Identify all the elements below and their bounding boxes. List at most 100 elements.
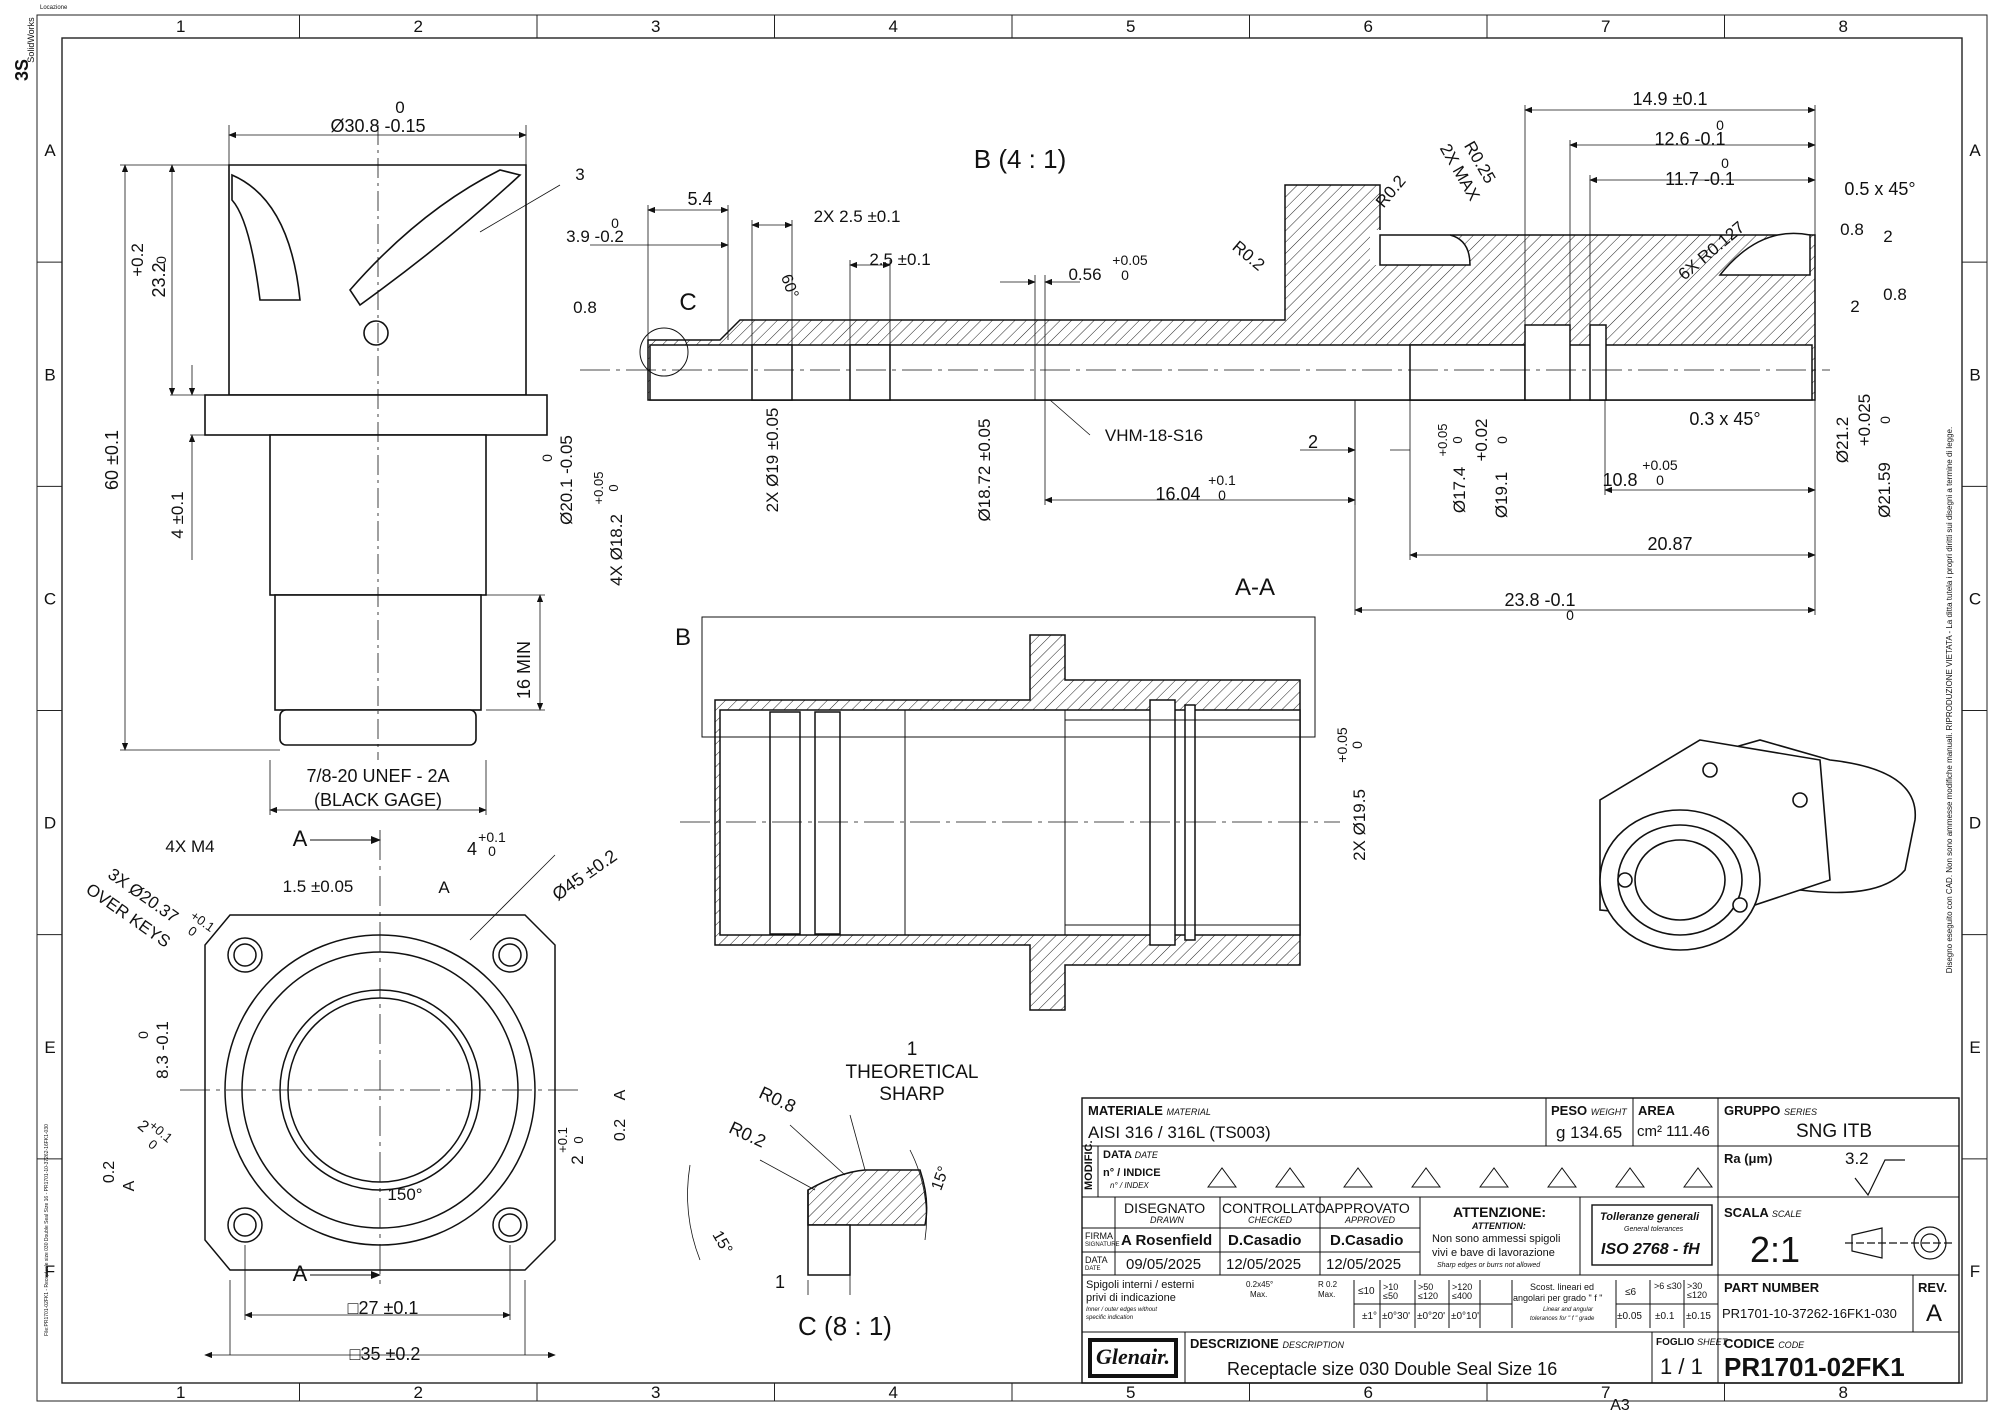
dim-text: 0 [185,923,200,939]
zone-label: 3 [651,17,660,36]
detail-b-marker: B [675,624,691,651]
dim-text: 2X Ø19 ±0.05 [763,408,782,513]
dim-text: 7/8-20 UNEF - 2A [306,766,449,786]
zone-label: 1 [176,1383,185,1402]
section-marker: A [293,826,308,851]
zone-label: 5 [1126,1383,1135,1402]
dim-text: 0 [395,98,404,117]
zone-label: F [1970,1262,1980,1281]
dim-text: 4X Ø18.2 [607,514,626,586]
dim-text: 60° [777,272,801,301]
angular-header: >10 ≤50 [1383,1282,1399,1301]
dim-text: 23.8 -0.1 [1504,590,1575,610]
front-view [180,830,580,1359]
edge-chamfer: 0.2x45° [1246,1280,1274,1289]
series-label: GRUPPO SERIES [1724,1103,1817,1118]
dim-text: 15° [929,1164,953,1193]
zone-label: D [1969,814,1981,833]
checked-date: 12/05/2025 [1226,1256,1302,1273]
dim-text: THEORETICAL [845,1062,978,1083]
edges-en-1: Inner / outer edges without [1086,1307,1158,1313]
description-value: Receptacle size 030 Double Seal Size 16 [1227,1359,1558,1379]
zone-label: A [44,141,56,160]
dim-text: 14.9 ±0.1 [1633,89,1708,109]
top-left-dims: 0 Ø30.8 -0.15 3 +0.2 23.2 0 60 ±0.1 4 ±0… [102,98,585,810]
linear-header: >6 ≤30 [1654,1281,1682,1291]
zone-label: 4 [889,17,898,36]
dim-text: 0 [1218,487,1226,503]
part-number-label: PART NUMBER [1724,1280,1820,1295]
dim-text: 150° [387,1185,422,1204]
index-label: n° / INDICE [1103,1167,1161,1179]
glenair-logo-text: Glenair. [1096,1344,1170,1369]
sheet-size: A3 [1610,1397,1630,1414]
dim-text: 0 [606,484,621,491]
dim-text: 0 [1494,436,1510,444]
scale-value: 2:1 [1750,1229,1801,1270]
dim-text: SHARP [879,1084,944,1105]
checked-label: CONTROLLATO [1222,1200,1326,1216]
callout-text: VHM-18-S16 [1105,426,1203,445]
zone-label: 8 [1839,17,1848,36]
dim-text: Ø18.72 ±0.05 [975,419,994,522]
dim-text: 0 [488,843,496,859]
code-label: CODICE CODE [1724,1336,1805,1351]
logo-mark: 3S [12,59,32,81]
approved-by: D.Casadio [1330,1232,1404,1249]
dim-text: 0 [1721,155,1729,171]
dim-text: 4 [467,839,477,859]
checked-by: D.Casadio [1228,1232,1302,1249]
angular-value: ±0°10' [1451,1311,1480,1322]
dim-text: 0 [1566,607,1574,623]
firma-label-en: SIGNATURE [1085,1242,1120,1248]
detail-c-callout: C [679,289,696,316]
dim-text: 15° [708,1228,735,1257]
surface-finish-symbol [1854,1159,1905,1197]
dim-text: 10.8 [1602,470,1637,490]
dim-text: Ø30.8 -0.15 [330,116,425,136]
detail-c-view [687,1114,928,1295]
linear-header: ≤6 [1625,1287,1637,1298]
dim-text: 0.2 [101,1161,118,1183]
date-label: DATA DATE [1103,1149,1158,1161]
zone-label: C [1969,589,1981,608]
rev-value: A [1926,1300,1943,1327]
angular-header: >120 ≤400 [1452,1282,1473,1301]
dim-text: □27 ±0.1 [348,1298,419,1318]
drawn-date: 09/05/2025 [1126,1256,1202,1273]
drawn-label-en: DRAWN [1150,1215,1184,1225]
dim-text: +0.1 [478,829,506,845]
dim-text: 23.2 [149,262,169,297]
dim-text: Ø19.1 [1492,472,1511,518]
dim-text: 1.5 ±0.05 [283,877,354,896]
linear-en-2: tolerances for " f " grade [1530,1316,1595,1322]
weight-label: PESO WEIGHT [1551,1103,1627,1118]
angular-header: >50 ≤120 [1418,1282,1438,1301]
dim-text: Ø21.59 [1875,462,1894,518]
dim-text: 16 MIN [514,641,534,699]
dim-text: 0.2 [612,1119,629,1141]
dim-text: 2X Ø19.5 [1350,789,1369,861]
dim-text: 0 [539,454,555,462]
zone-label: A [1969,141,1981,160]
zone-label: B [1969,365,1980,384]
approved-date: 12/05/2025 [1326,1256,1402,1273]
dim-text: 8.3 -0.1 [153,1021,172,1079]
linear-text-1: Scost. lineari ed [1530,1282,1595,1292]
dim-text: 0 [135,1031,151,1039]
zone-label: 8 [1839,1383,1848,1402]
edge-radius: R 0.2 [1318,1280,1338,1289]
zone-label: 5 [1126,17,1135,36]
edge-radius-max: Max. [1318,1290,1336,1299]
detail-b-dimlines [590,105,1816,615]
dim-text: R0.8 [756,1082,799,1116]
angular-value: ±1° [1362,1311,1378,1322]
glenair-logo [1088,1338,1178,1378]
dim-text: Ø21.2 [1833,417,1852,463]
dim-text: 0.56 [1068,265,1101,284]
datum-a: A [438,878,450,897]
attention-text-1: Non sono ammessi spigoli [1432,1233,1561,1245]
zone-label: 3 [651,1383,660,1402]
drawn-label: DISEGNATO [1124,1200,1206,1216]
